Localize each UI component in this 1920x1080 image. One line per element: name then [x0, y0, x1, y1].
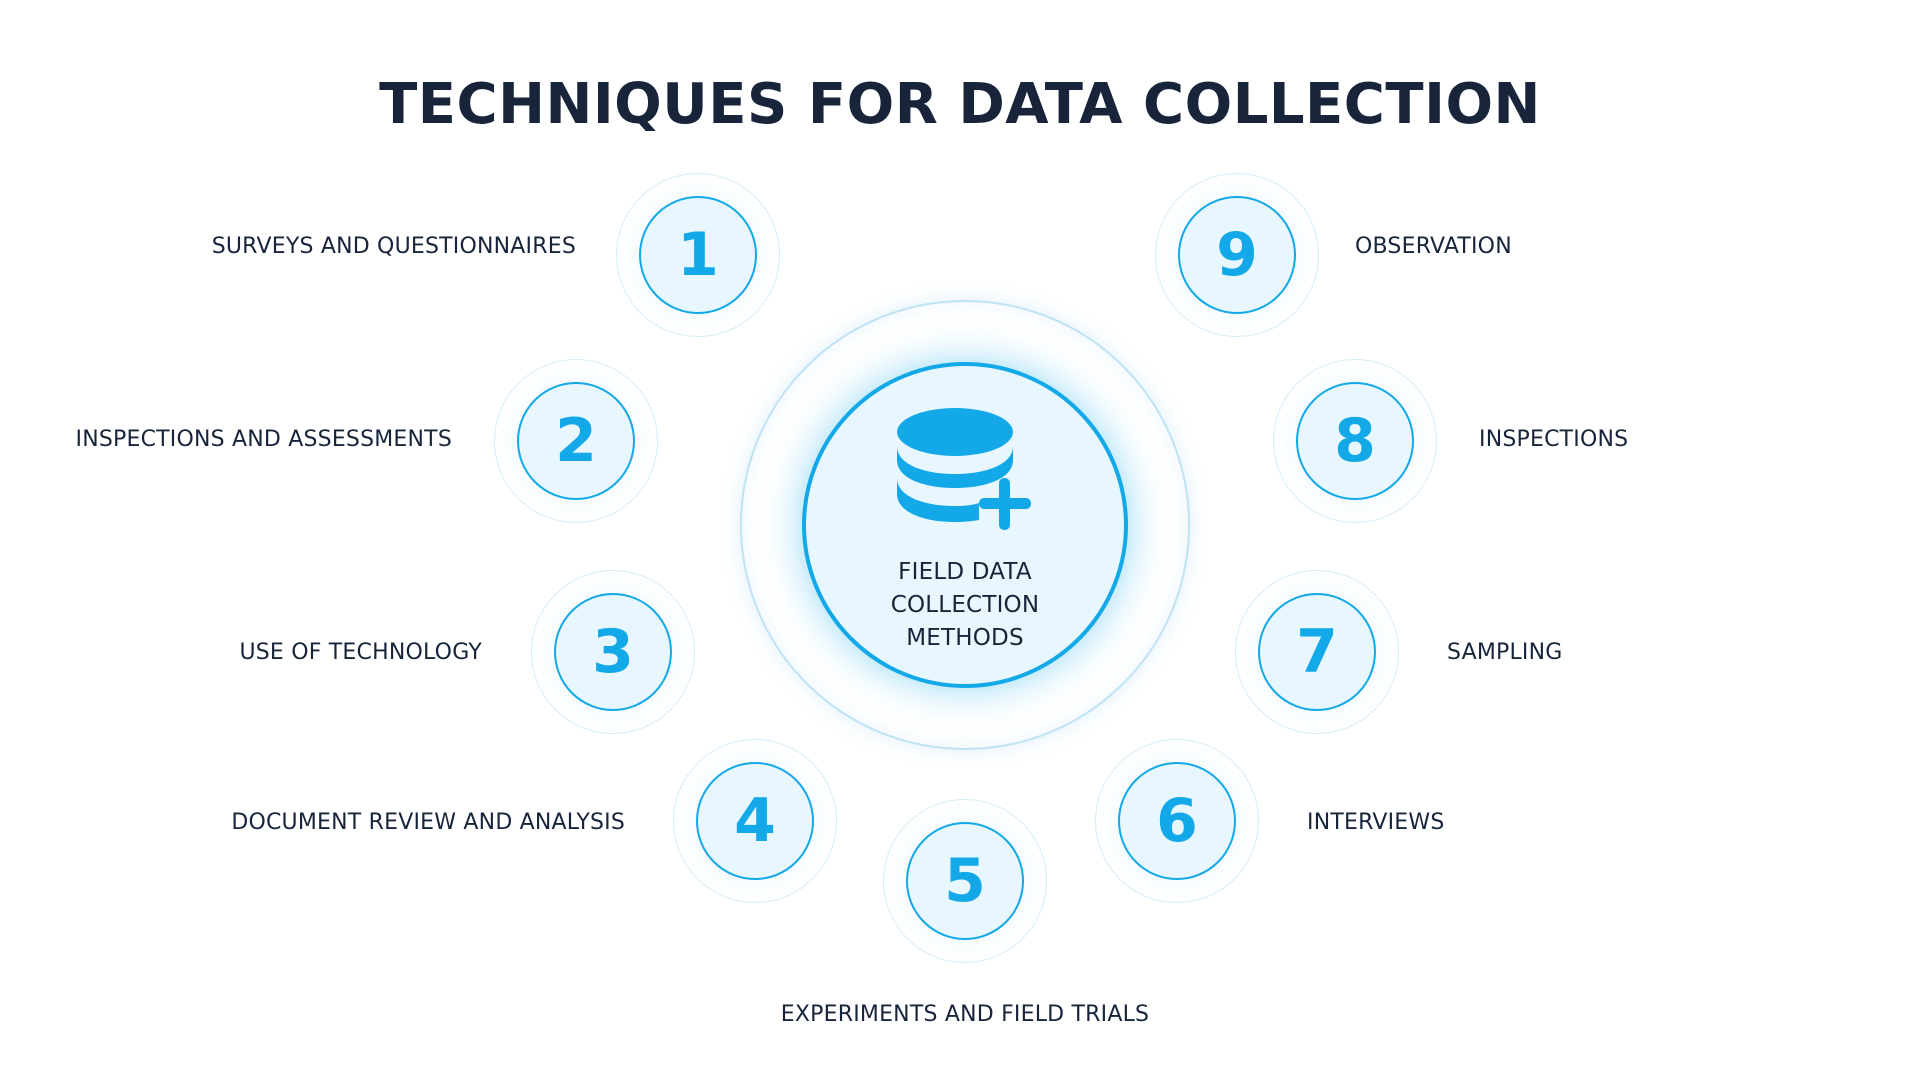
hub-label-line-1: FIELD DATA [898, 559, 1032, 585]
hub-label-line-2: COLLECTION [890, 592, 1040, 618]
node-1: 1 [639, 196, 757, 314]
technique-label-2: INSPECTIONS AND ASSESSMENTS [75, 427, 452, 452]
technique-label-7: SAMPLING [1447, 640, 1563, 665]
database-plus-icon [897, 408, 1031, 530]
node-4: 4 [696, 762, 814, 880]
node-7: 7 [1258, 593, 1376, 711]
node-2: 2 [517, 382, 635, 500]
technique-label-9: OBSERVATION [1355, 234, 1512, 259]
technique-label-1: SURVEYS AND QUESTIONNAIRES [211, 234, 576, 259]
technique-label-3: USE OF TECHNOLOGY [239, 640, 482, 665]
node-9: 9 [1178, 196, 1296, 314]
hub-label: FIELD DATA COLLECTION METHODS [830, 556, 1100, 655]
node-3: 3 [554, 593, 672, 711]
node-5: 5 [906, 822, 1024, 940]
technique-label-4: DOCUMENT REVIEW AND ANALYSIS [231, 810, 625, 835]
node-8: 8 [1296, 382, 1414, 500]
page-title: TECHNIQUES FOR DATA COLLECTION [379, 72, 1541, 137]
hub-label-line-3: METHODS [906, 625, 1024, 651]
node-6: 6 [1118, 762, 1236, 880]
technique-label-8: INSPECTIONS [1479, 427, 1629, 452]
hub-outer-ring [740, 300, 1190, 750]
technique-label-5: EXPERIMENTS AND FIELD TRIALS [780, 1002, 1150, 1027]
technique-label-6: INTERVIEWS [1307, 810, 1445, 835]
